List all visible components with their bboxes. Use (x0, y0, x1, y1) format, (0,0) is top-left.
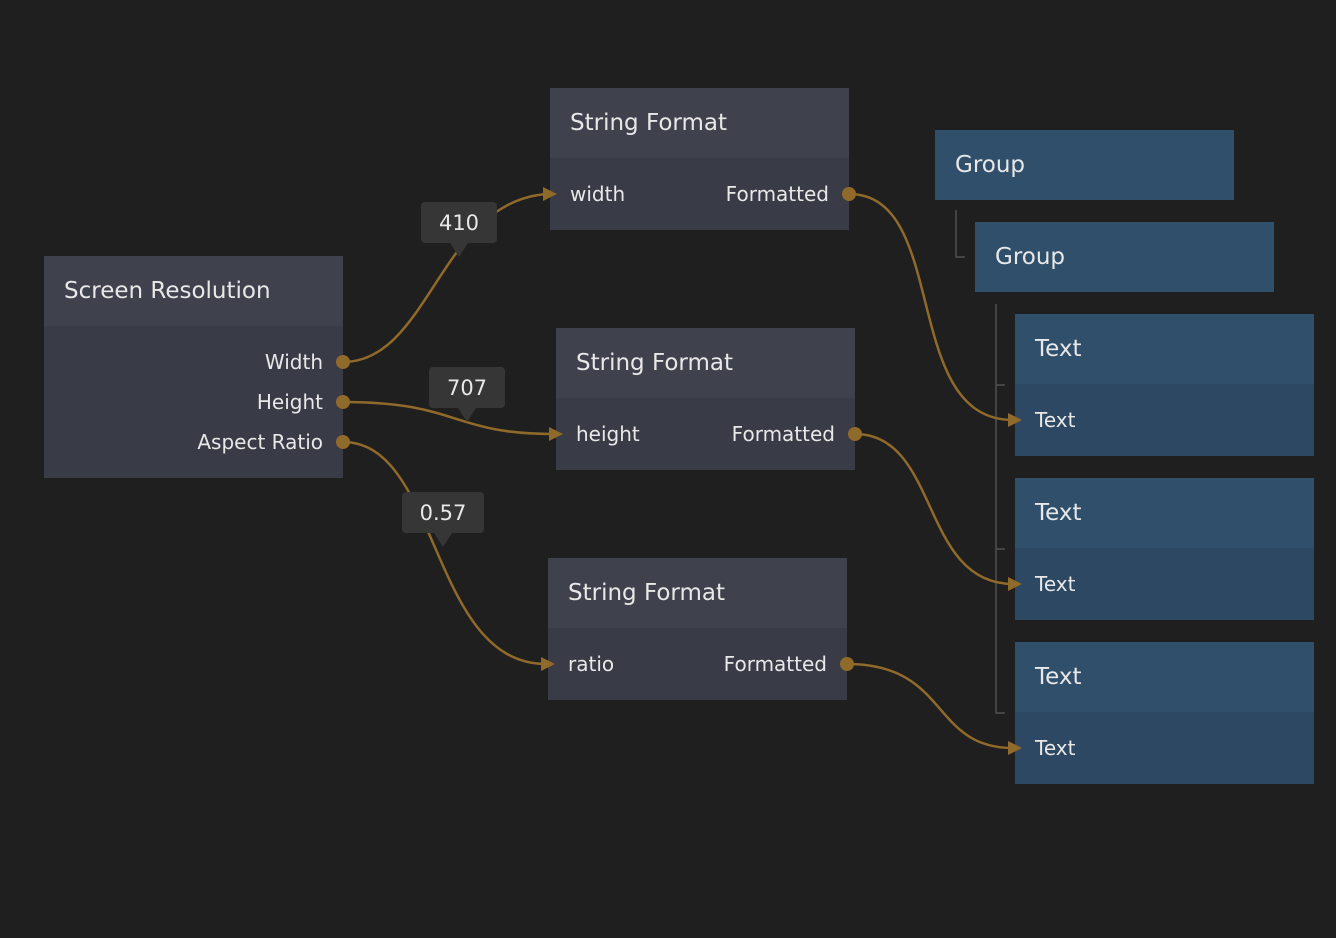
value-tooltip-ratio: 0.57 (402, 492, 484, 533)
value-tooltip-height: 707 (429, 367, 505, 408)
wire-ratio[interactable] (343, 442, 546, 664)
port-dot[interactable] (336, 355, 350, 369)
arrow-icon (543, 187, 557, 201)
port-dot[interactable] (336, 395, 350, 409)
port-dot[interactable] (848, 427, 862, 441)
arrow-icon (1008, 413, 1022, 427)
arrow-icon (1008, 577, 1022, 591)
arrow-icon (1008, 741, 1022, 755)
port-dot[interactable] (336, 435, 350, 449)
value-tooltip-width: 410 (421, 202, 497, 243)
arrow-icon (549, 427, 563, 441)
wire-formatted-1[interactable] (849, 194, 1013, 420)
arrow-icon (541, 657, 555, 671)
wire-formatted-3[interactable] (847, 664, 1013, 748)
port-dot[interactable] (842, 187, 856, 201)
port-dot[interactable] (840, 657, 854, 671)
wire-formatted-2[interactable] (855, 434, 1013, 584)
